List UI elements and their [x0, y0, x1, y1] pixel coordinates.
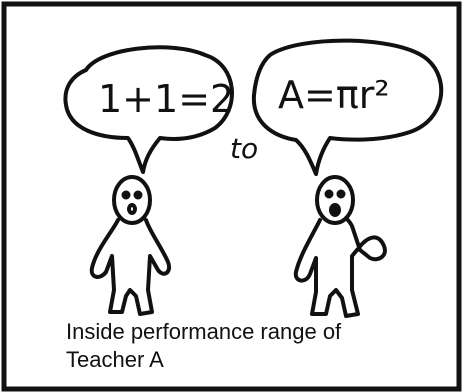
speech-bubble-right: A=πr² [251, 38, 444, 176]
person-figure-left [89, 175, 171, 316]
speech-bubble-left: 1+1=2 [63, 45, 234, 174]
caption-line-1: Inside performance range of [66, 319, 342, 344]
connector-word: to [230, 132, 258, 165]
caption: Inside performance range of Teacher A [66, 318, 426, 374]
person-figure-right [293, 175, 387, 318]
caption-line-2: Teacher A [66, 347, 164, 372]
equation-left: 1+1=2 [98, 77, 234, 121]
equation-right: A=πr² [278, 73, 390, 117]
